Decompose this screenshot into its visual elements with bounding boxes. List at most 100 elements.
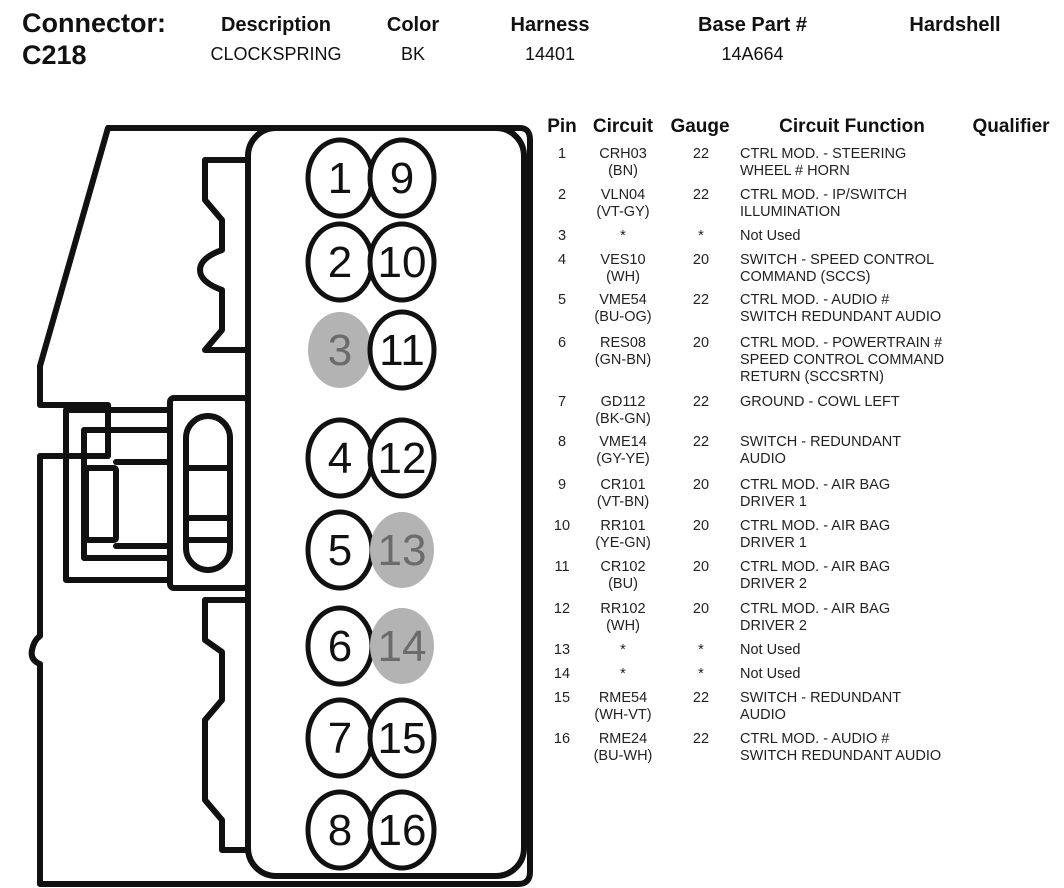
gauge-cell: 22 [692, 434, 710, 450]
circuit-function: SWITCH - REDUNDANT AUDIO [740, 690, 902, 723]
circuit-col-header: Circuit [592, 116, 654, 137]
pin-label: 16 [378, 806, 427, 855]
pin-number: 3 [557, 228, 567, 244]
wire-color: (VT-GY) [596, 204, 650, 220]
circuit-id: * [620, 228, 626, 244]
circuit-id: RES08 [600, 335, 646, 351]
description-value: CLOCKSPRING [210, 44, 342, 64]
pin-10: 10 [367, 221, 437, 303]
pin-label: 7 [328, 714, 352, 763]
pin-label: 9 [390, 154, 414, 203]
pin-label: 14 [378, 622, 427, 671]
circuit-cell: * [590, 228, 656, 245]
pin-11: 11 [367, 309, 437, 391]
circuit-cell: VES10(WH) [590, 252, 656, 286]
wire-color: (BU) [608, 576, 638, 592]
wire-color: (BU-WH) [593, 748, 653, 764]
circuit-id: VME14 [599, 434, 647, 450]
pin-circle [308, 312, 372, 388]
housing-outline [28, 125, 533, 887]
circuit-cell: RR102(WH) [590, 601, 656, 635]
wire-color: (YE-GN) [595, 535, 651, 551]
pin-12: 12 [367, 417, 437, 499]
circuit-function: Not Used [740, 642, 801, 658]
circuit-function: CTRL MOD. - AIR BAG DRIVER 2 [740, 601, 891, 634]
harness-header: Harness [510, 14, 590, 36]
pin-label: 2 [328, 238, 352, 287]
pin-number: 16 [553, 731, 571, 747]
pin-label: 10 [378, 238, 427, 287]
base-part-header: Base Part # [698, 14, 807, 36]
pin-1: 1 [305, 137, 375, 219]
wire-color: (WH) [606, 618, 640, 634]
wire-color: (BN) [608, 163, 638, 179]
pin-label: 4 [328, 434, 352, 483]
pin-circle [370, 512, 434, 588]
function-col-header: Circuit Function [779, 116, 925, 137]
pin-number: 4 [557, 252, 567, 268]
wire-color: (BK-GN) [595, 411, 651, 427]
pin-number: 8 [557, 434, 567, 450]
pin-circle [370, 608, 434, 684]
pin-7: 7 [305, 697, 375, 779]
connector-label: Connector: [22, 8, 166, 38]
circuit-id: RR102 [600, 601, 646, 617]
pin-circle [367, 697, 437, 779]
circuit-id: CR102 [600, 559, 646, 575]
base-part-value: 14A664 [721, 44, 784, 64]
pin-circle [367, 221, 437, 303]
pin-number: 15 [553, 690, 571, 706]
circuit-id: CRH03 [599, 146, 647, 162]
circuit-id: CR101 [600, 477, 646, 493]
pin-label: 15 [378, 714, 427, 763]
circuit-cell: CR101(VT-BN) [590, 477, 656, 511]
pin-number: 1 [557, 146, 567, 162]
circuit-id: RME24 [598, 731, 648, 747]
circuit-id: * [620, 642, 626, 658]
circuit-function: CTRL MOD. - STEERING WHEEL # HORN [740, 146, 907, 179]
latch-box [167, 395, 251, 591]
circuit-function: CTRL MOD. - AIR BAG DRIVER 1 [740, 477, 891, 510]
pin-label: 3 [328, 326, 352, 375]
gauge-cell: 20 [692, 559, 710, 575]
circuit-cell: * [590, 642, 656, 659]
pin-circle [367, 309, 437, 391]
circuit-cell: RME54(WH-VT) [590, 690, 656, 724]
circuit-function: CTRL MOD. - AIR BAG DRIVER 1 [740, 518, 891, 551]
pin-16: 16 [367, 789, 437, 871]
pin-2: 2 [305, 221, 375, 303]
color-header: Color [386, 14, 440, 36]
wire-color: (BU-OG) [594, 309, 652, 325]
pin-label: 8 [328, 806, 352, 855]
circuit-function: Not Used [740, 666, 801, 682]
circuit-function: CTRL MOD. - IP/SWITCH ILLUMINATION [740, 187, 908, 220]
wire-color: (GY-YE) [596, 451, 650, 467]
circuit-cell: RR101(YE-GN) [590, 518, 656, 552]
pin-number: 10 [553, 518, 571, 534]
pin-13: 13 [370, 512, 434, 588]
circuit-function: CTRL MOD. - POWERTRAIN # SPEED CONTROL C… [740, 335, 945, 385]
wire-color: (VT-BN) [596, 494, 650, 510]
circuit-id: VME54 [599, 292, 647, 308]
pin-label: 12 [378, 434, 427, 483]
upper-latch [197, 157, 251, 353]
pin-label: 6 [328, 622, 352, 671]
pin-label: 13 [378, 526, 427, 575]
pin-8: 8 [305, 789, 375, 871]
circuit-cell: GD112(BK-GN) [590, 394, 656, 428]
pin-number: 14 [553, 666, 571, 682]
gauge-cell: 20 [692, 335, 710, 351]
gauge-cell: 20 [692, 252, 710, 268]
wire-color: (GN-BN) [594, 352, 652, 368]
lock-tab [63, 407, 173, 583]
pin-col-header: Pin [547, 116, 577, 137]
pin-circle [367, 137, 437, 219]
gauge-cell: 22 [692, 731, 710, 747]
gauge-cell: 22 [692, 146, 710, 162]
pin-number: 11 [554, 559, 570, 575]
gauge-cell: 22 [692, 394, 710, 410]
circuit-id: VLN04 [600, 187, 646, 203]
circuit-cell: CRH03(BN) [590, 146, 656, 180]
qualifier-col-header: Qualifier [972, 116, 1050, 137]
